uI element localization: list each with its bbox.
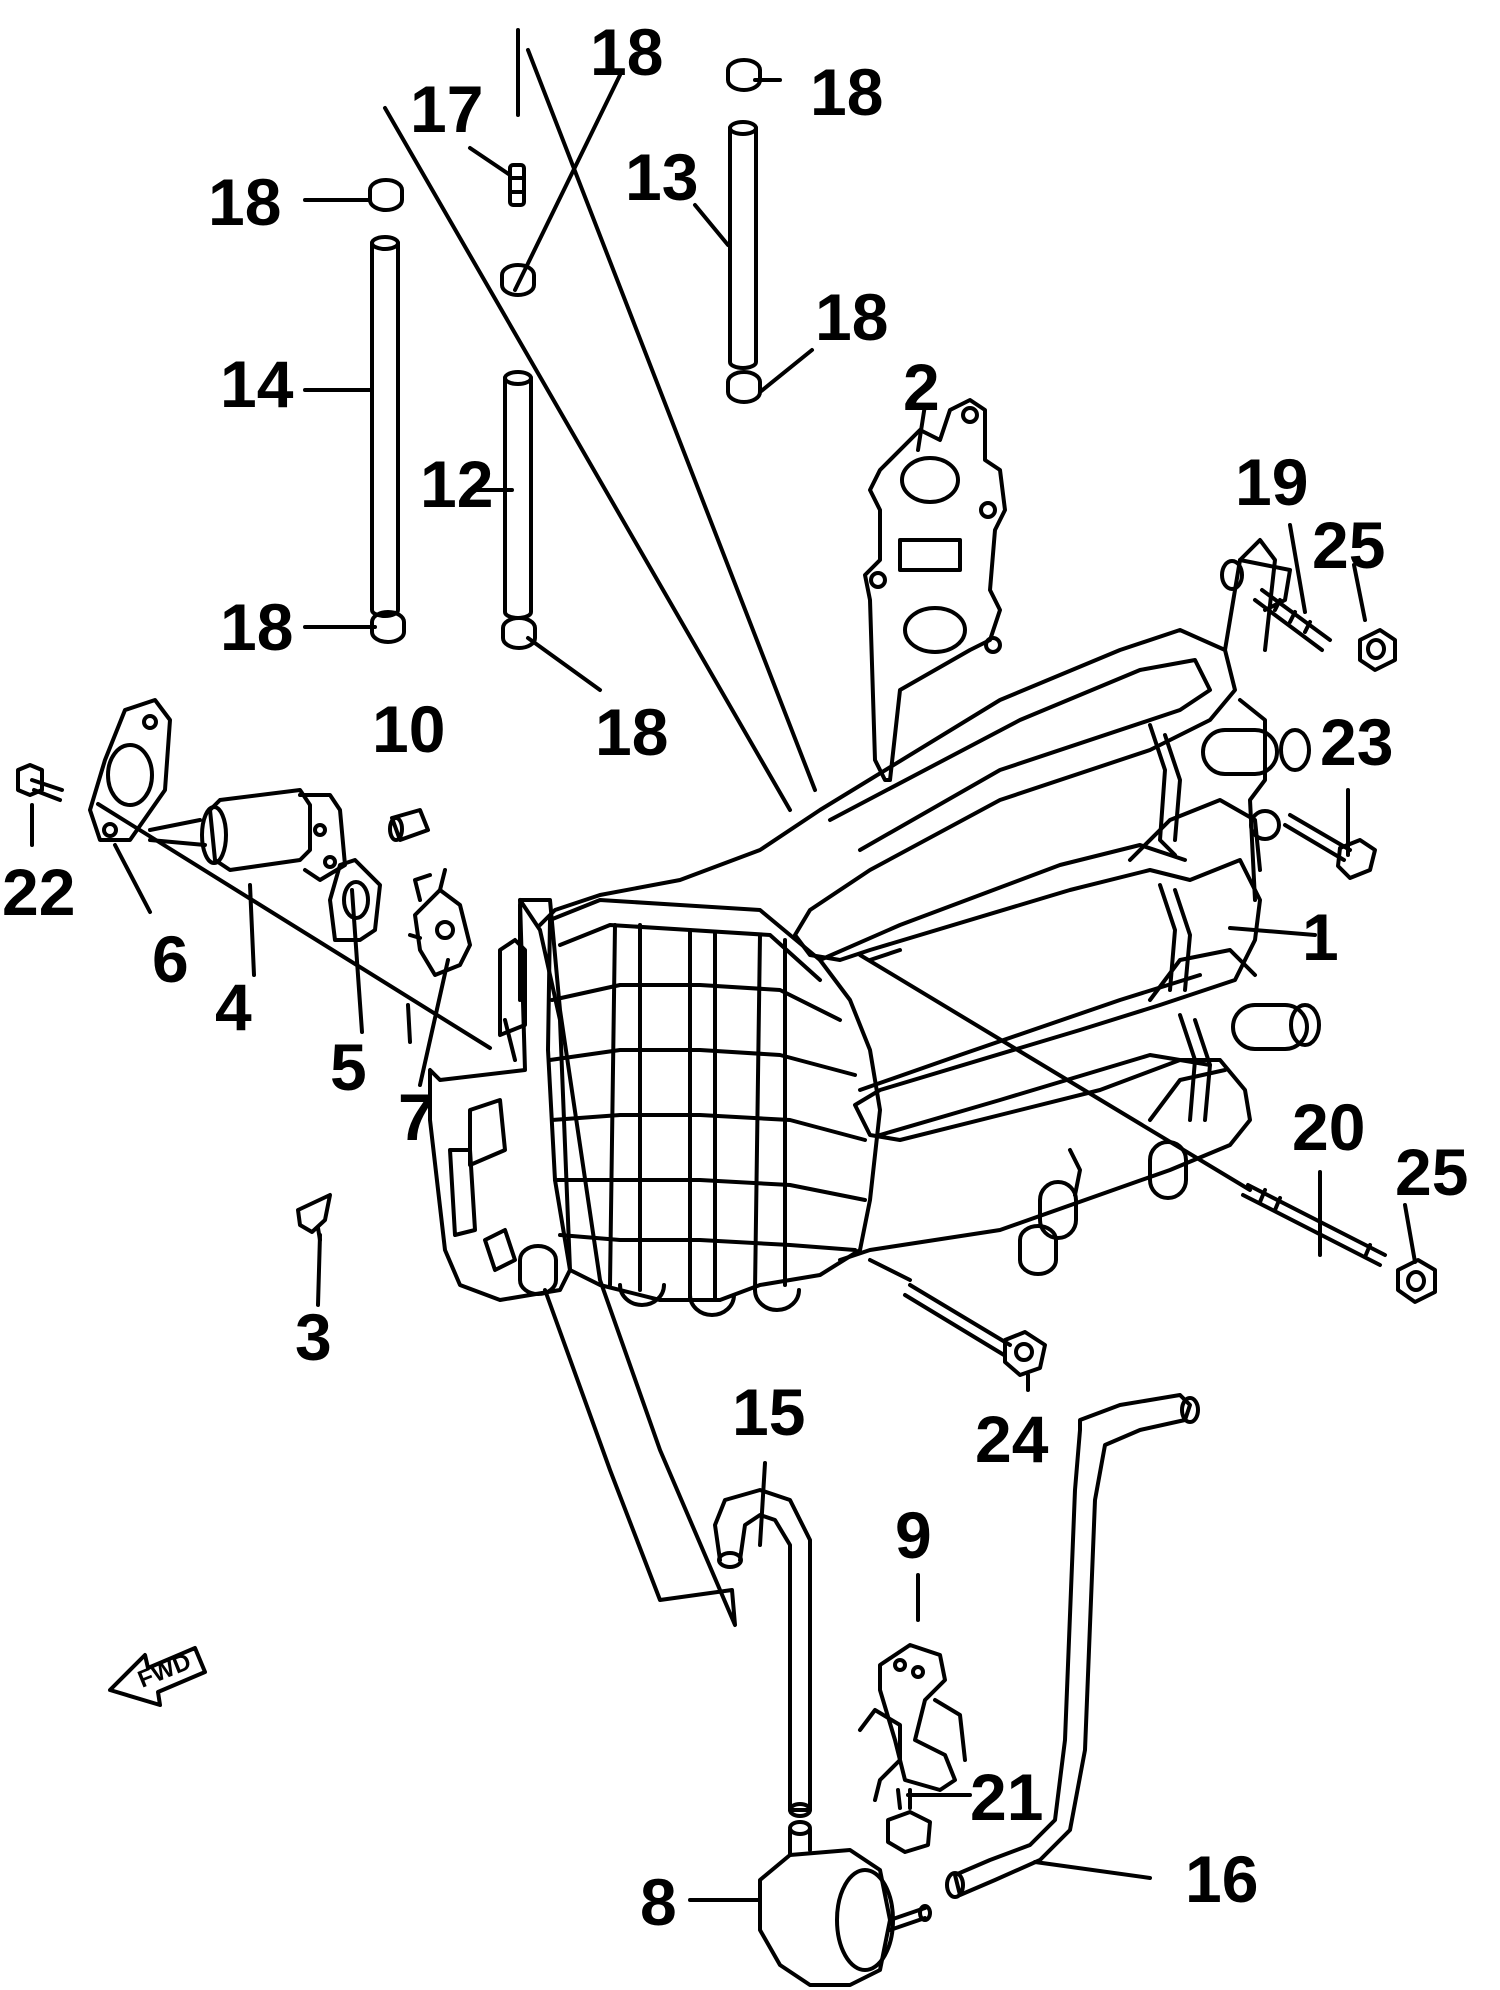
label-18-d: 18 xyxy=(815,280,888,354)
label-3: 3 xyxy=(295,1300,332,1374)
label-4: 4 xyxy=(215,970,252,1044)
label-22: 22 xyxy=(2,855,75,929)
hose-12 xyxy=(503,370,533,620)
label-17: 17 xyxy=(410,72,483,146)
label-7: 7 xyxy=(398,1080,435,1154)
gasket-6 xyxy=(88,698,172,842)
clamp-18-group xyxy=(368,58,762,650)
label-1: 1 xyxy=(1302,900,1339,974)
label-21: 21 xyxy=(970,1760,1043,1834)
label-2: 2 xyxy=(903,350,940,424)
bolt-24 xyxy=(903,1283,1047,1377)
sensor-7 xyxy=(408,868,472,977)
part-labels: 1 2 3 4 5 6 7 8 9 10 12 13 14 15 16 17 1… xyxy=(2,15,1468,1939)
nut-25-lower xyxy=(1396,1258,1437,1304)
bolt-23 xyxy=(1283,813,1377,880)
label-10: 10 xyxy=(372,692,445,766)
label-13: 13 xyxy=(625,140,698,214)
iac-valve-4 xyxy=(148,788,347,882)
bolt-21 xyxy=(886,1788,932,1854)
hose-14 xyxy=(370,235,400,618)
label-24: 24 xyxy=(975,1402,1049,1476)
stud-20 xyxy=(1241,1183,1387,1267)
label-23: 23 xyxy=(1320,705,1393,779)
cap-10 xyxy=(388,808,430,842)
label-14: 14 xyxy=(220,347,294,421)
label-18-c: 18 xyxy=(810,55,883,129)
clamp-9 xyxy=(858,1643,967,1802)
connector-17 xyxy=(508,163,526,207)
label-8: 8 xyxy=(640,1865,677,1939)
plug-3 xyxy=(296,1193,332,1242)
hose-13 xyxy=(728,120,758,370)
runner-brackets xyxy=(1148,723,1212,1122)
label-5: 5 xyxy=(330,1030,367,1104)
leader-lines xyxy=(30,73,1417,1902)
label-15: 15 xyxy=(732,1375,805,1449)
hose-16 xyxy=(945,1393,1200,1899)
reference-lines xyxy=(96,28,1252,1627)
label-25-b: 25 xyxy=(1395,1135,1468,1209)
intake-manifold-1 xyxy=(428,538,1321,1317)
label-25-a: 25 xyxy=(1312,508,1385,582)
label-18-a: 18 xyxy=(208,165,281,239)
label-12: 12 xyxy=(420,447,493,521)
label-9: 9 xyxy=(895,1498,932,1572)
label-18-f: 18 xyxy=(595,695,668,769)
label-16: 16 xyxy=(1185,1842,1258,1916)
fwd-arrow-icon xyxy=(108,1646,207,1707)
label-18-b: 18 xyxy=(590,15,663,89)
label-20: 20 xyxy=(1292,1090,1365,1164)
label-19: 19 xyxy=(1235,445,1308,519)
hose-15 xyxy=(713,1488,812,1818)
nut-25-upper xyxy=(1358,628,1397,672)
label-6: 6 xyxy=(152,922,189,996)
gasket-2 xyxy=(863,398,1007,782)
stud-19 xyxy=(1253,588,1332,652)
filter-8 xyxy=(758,1820,932,1987)
label-18-e: 18 xyxy=(220,590,293,664)
bolt-22 xyxy=(16,763,64,802)
gasket-5 xyxy=(328,858,382,942)
